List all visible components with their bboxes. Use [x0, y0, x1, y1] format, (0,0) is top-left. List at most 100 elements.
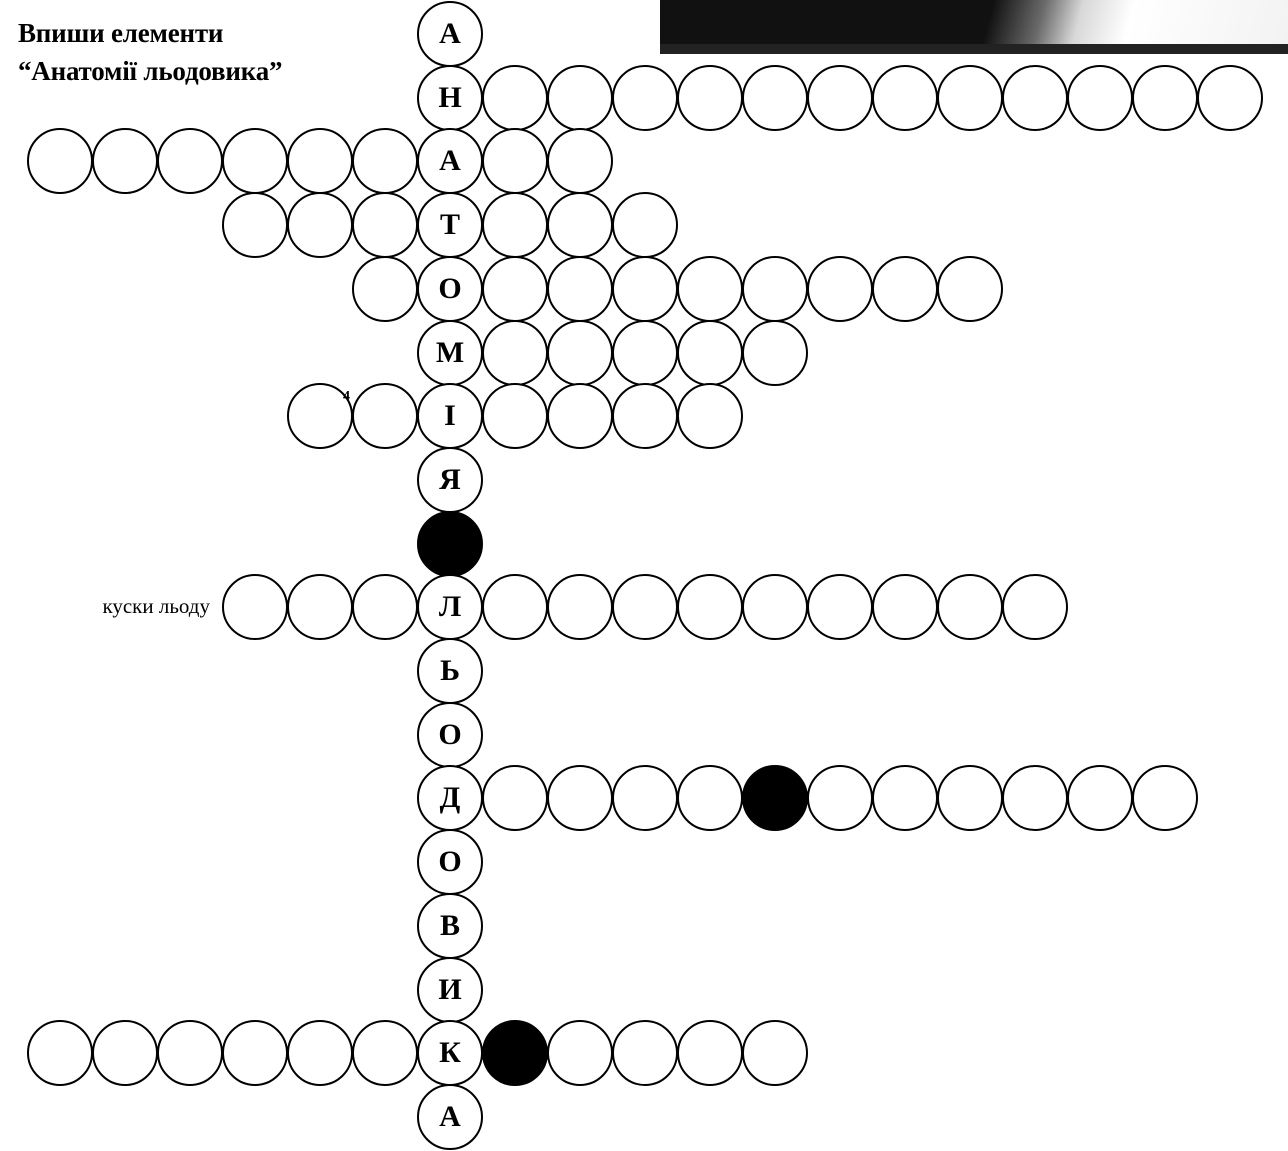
answer-cell[interactable] [677, 1020, 743, 1087]
answer-cell[interactable] [547, 765, 613, 832]
photo-dark-band [660, 44, 1288, 54]
answer-cell[interactable] [677, 255, 743, 322]
answer-cell[interactable] [482, 765, 548, 832]
answer-cell[interactable] [1197, 64, 1263, 131]
answer-cell[interactable] [677, 765, 743, 832]
answer-cell[interactable] [482, 64, 548, 131]
blank-cell [742, 765, 808, 832]
key-letter-cell[interactable]: О [417, 701, 483, 768]
answer-cell[interactable] [482, 192, 548, 259]
title-line-2: “Анатомії льодовика” [18, 56, 283, 86]
answer-cell[interactable] [742, 574, 808, 641]
answer-cell[interactable] [1002, 574, 1068, 641]
answer-cell[interactable] [157, 1020, 223, 1087]
answer-cell[interactable] [547, 319, 613, 386]
answer-cell[interactable] [352, 574, 418, 641]
answer-cell[interactable] [287, 1020, 353, 1087]
answer-cell[interactable] [27, 128, 93, 195]
blank-cell [417, 510, 483, 577]
key-letter-cell[interactable]: В [417, 892, 483, 959]
answer-cell[interactable] [547, 574, 613, 641]
answer-cell[interactable] [287, 192, 353, 259]
answer-cell[interactable] [872, 64, 938, 131]
answer-cell[interactable] [677, 574, 743, 641]
answer-cell[interactable] [612, 319, 678, 386]
answer-cell[interactable] [807, 255, 873, 322]
answer-cell[interactable] [222, 128, 288, 195]
answer-cell[interactable] [677, 64, 743, 131]
answer-cell[interactable] [742, 319, 808, 386]
answer-cell[interactable] [872, 574, 938, 641]
answer-cell[interactable] [92, 128, 158, 195]
answer-cell[interactable] [287, 574, 353, 641]
answer-cell[interactable] [352, 1020, 418, 1087]
answer-cell[interactable] [482, 574, 548, 641]
key-letter-cell[interactable]: А [417, 1083, 483, 1150]
key-letter-cell[interactable]: О [417, 829, 483, 896]
key-letter-cell[interactable]: О [417, 255, 483, 322]
key-letter-cell[interactable]: И [417, 956, 483, 1023]
key-letter-cell[interactable]: Н [417, 64, 483, 131]
answer-cell[interactable] [937, 574, 1003, 641]
answer-cell[interactable] [612, 192, 678, 259]
answer-cell[interactable] [807, 765, 873, 832]
row-label: куски льоду [102, 594, 210, 619]
answer-cell[interactable] [1002, 64, 1068, 131]
answer-cell[interactable] [937, 765, 1003, 832]
answer-cell[interactable] [92, 1020, 158, 1087]
answer-cell[interactable] [222, 1020, 288, 1087]
answer-cell[interactable] [937, 64, 1003, 131]
answer-cell[interactable] [612, 64, 678, 131]
answer-cell[interactable] [222, 574, 288, 641]
key-letter-cell[interactable]: Д [417, 765, 483, 832]
key-letter-cell[interactable]: Ь [417, 638, 483, 704]
key-letter-cell[interactable]: Я [417, 446, 483, 513]
answer-cell[interactable] [222, 192, 288, 259]
answer-cell[interactable] [937, 255, 1003, 322]
key-letter-cell[interactable]: А [417, 128, 483, 195]
answer-cell[interactable] [482, 383, 548, 450]
answer-cell[interactable] [157, 128, 223, 195]
answer-cell[interactable] [547, 192, 613, 259]
key-letter-cell[interactable]: І [417, 383, 483, 450]
answer-cell[interactable] [1132, 64, 1198, 131]
answer-cell[interactable] [612, 765, 678, 832]
key-letter-cell[interactable]: Т [417, 192, 483, 259]
answer-cell[interactable] [352, 128, 418, 195]
answer-cell[interactable] [352, 383, 418, 450]
answer-cell[interactable] [547, 128, 613, 195]
key-letter-cell[interactable]: А [417, 1, 483, 67]
answer-cell[interactable] [807, 574, 873, 641]
answer-cell[interactable] [547, 383, 613, 450]
worksheet-title: Впиши елементи “Анатомії льодовика” [18, 14, 283, 90]
answer-cell[interactable] [27, 1020, 93, 1087]
answer-cell[interactable] [872, 765, 938, 832]
key-letter-cell[interactable]: М [417, 319, 483, 386]
answer-cell[interactable] [612, 574, 678, 641]
answer-cell[interactable] [1067, 64, 1133, 131]
answer-cell[interactable] [287, 128, 353, 195]
answer-cell[interactable] [1132, 765, 1198, 832]
answer-cell[interactable] [612, 1020, 678, 1087]
answer-cell[interactable] [742, 1020, 808, 1087]
answer-cell[interactable] [612, 255, 678, 322]
answer-cell[interactable] [352, 192, 418, 259]
answer-cell[interactable] [482, 255, 548, 322]
answer-cell[interactable] [677, 319, 743, 386]
answer-cell[interactable] [677, 383, 743, 450]
answer-cell[interactable] [742, 64, 808, 131]
answer-cell[interactable] [1002, 765, 1068, 832]
answer-cell[interactable] [547, 255, 613, 322]
answer-cell[interactable] [612, 383, 678, 450]
key-letter-cell[interactable]: К [417, 1020, 483, 1087]
answer-cell[interactable] [547, 64, 613, 131]
answer-cell[interactable] [547, 1020, 613, 1087]
answer-cell[interactable] [482, 128, 548, 195]
key-letter-cell[interactable]: Л [417, 574, 483, 641]
answer-cell[interactable] [1067, 765, 1133, 832]
answer-cell[interactable] [742, 255, 808, 322]
answer-cell[interactable] [352, 255, 418, 322]
answer-cell[interactable] [482, 319, 548, 386]
answer-cell[interactable] [872, 255, 938, 322]
answer-cell[interactable] [807, 64, 873, 131]
